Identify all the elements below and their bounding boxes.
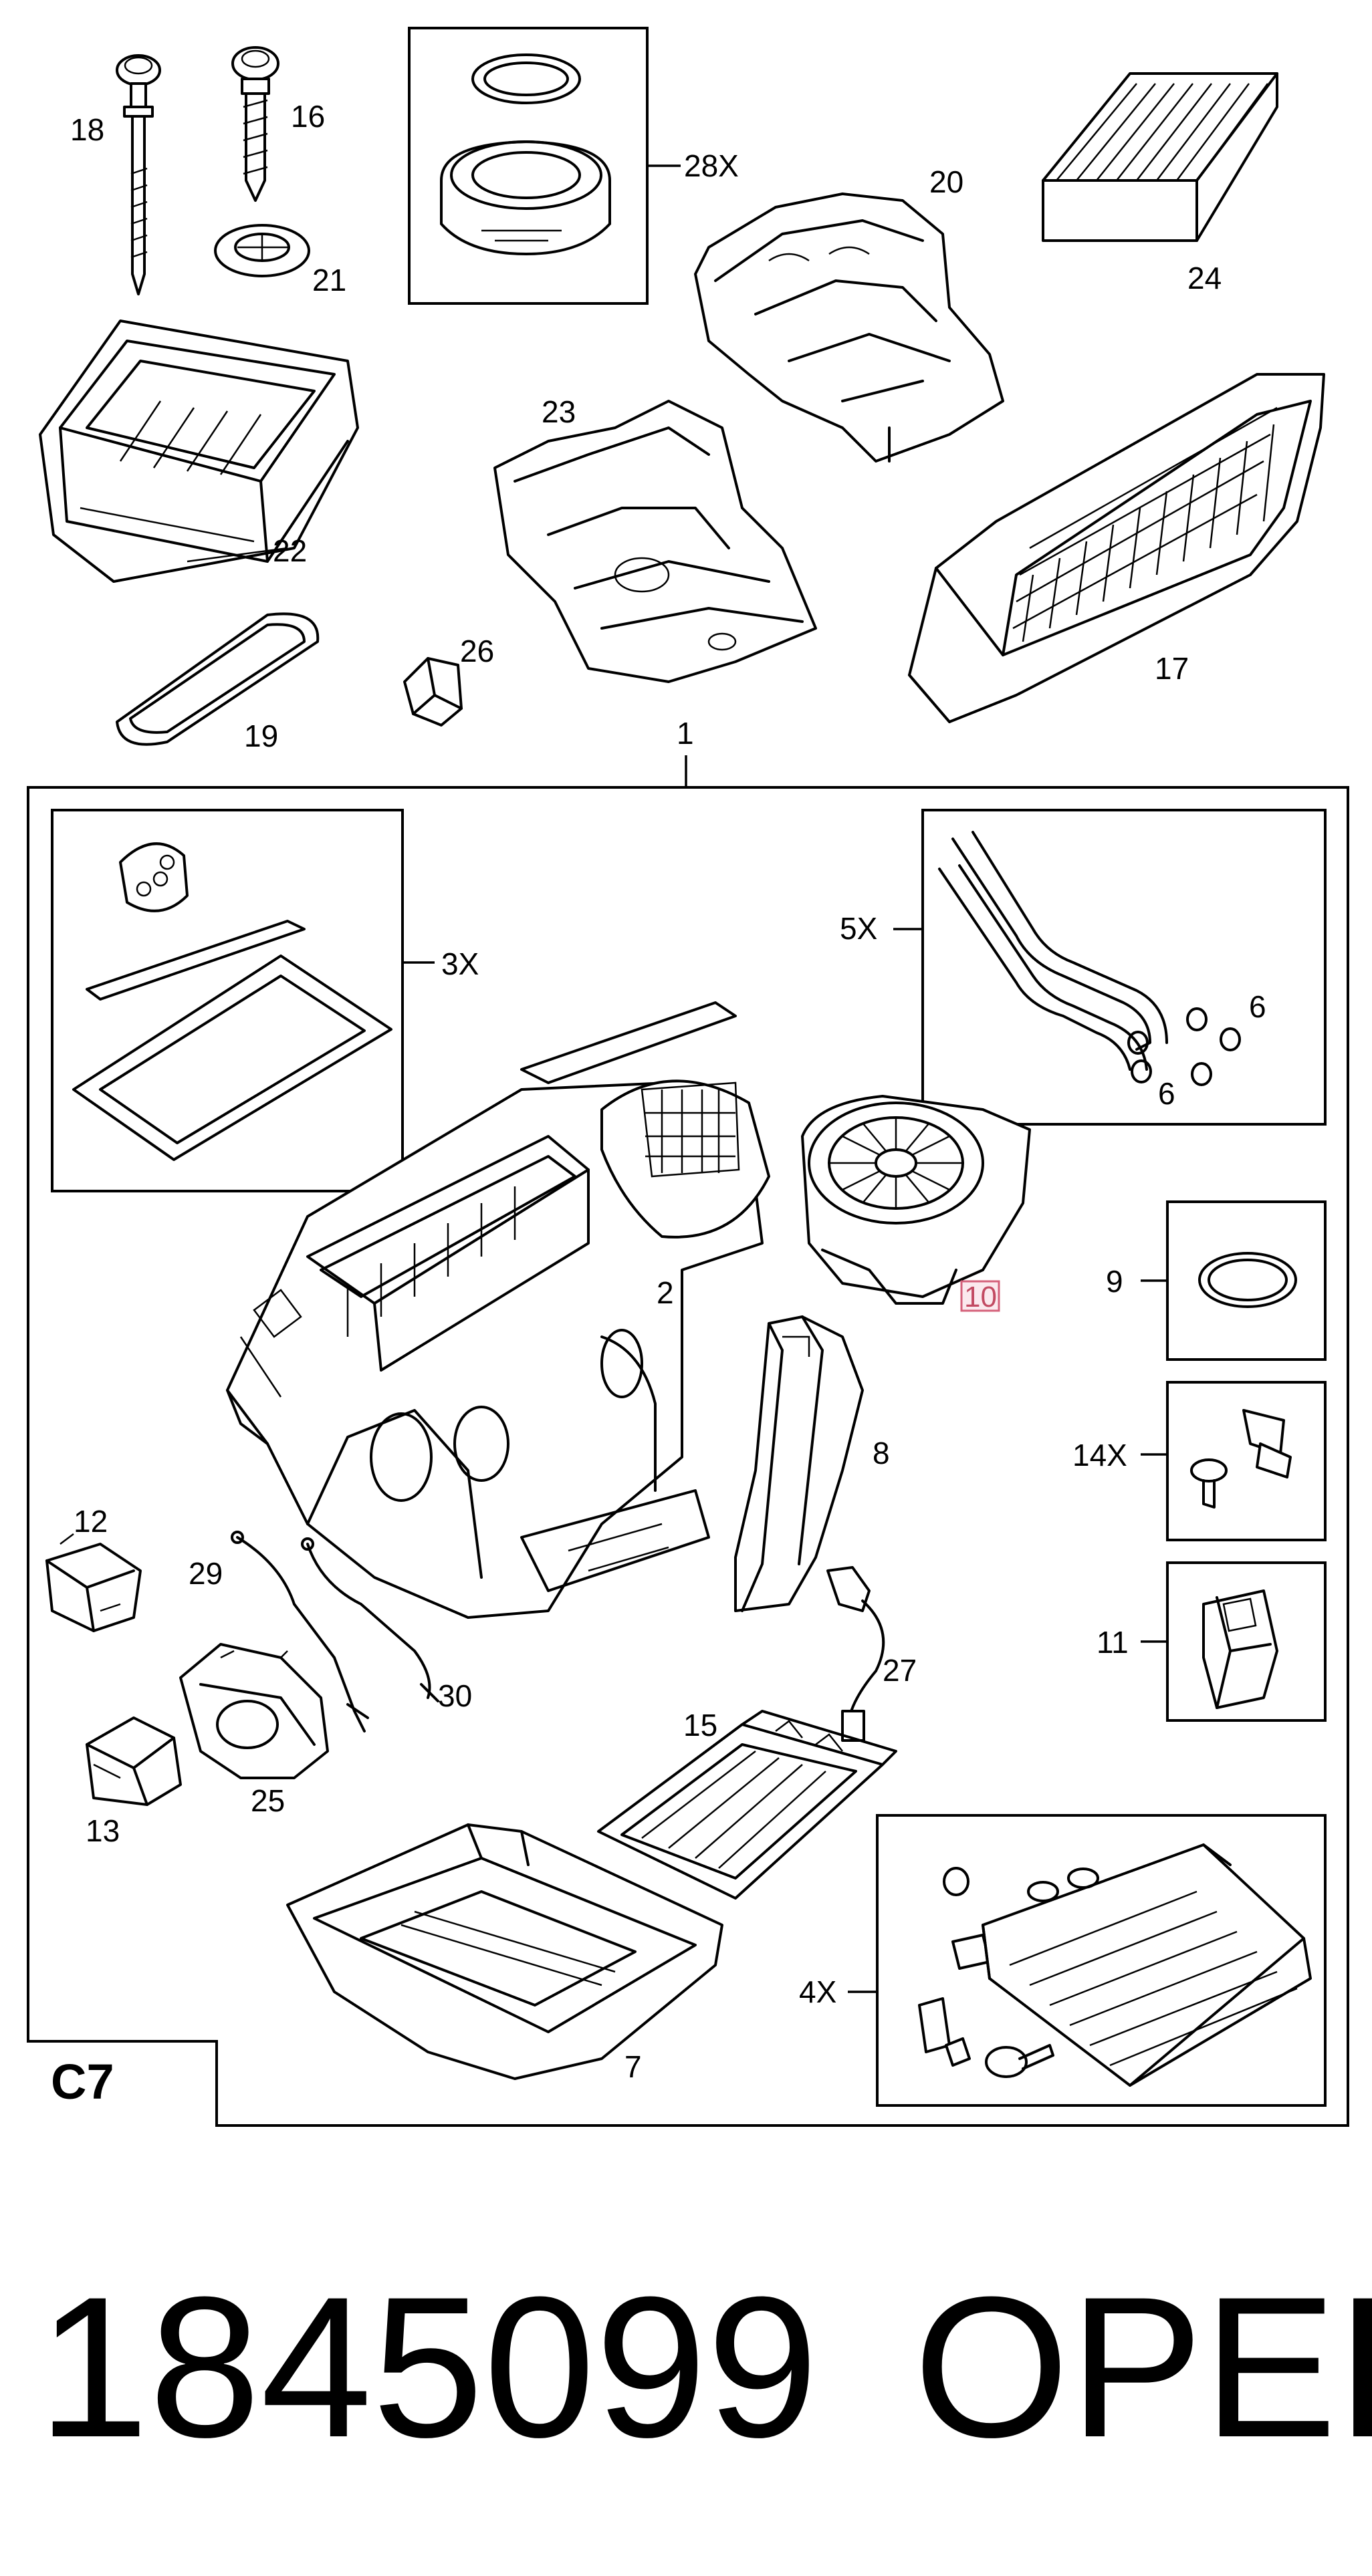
label-23: 23 (542, 394, 576, 429)
label-6-upper: 6 (1249, 989, 1266, 1024)
label-30: 30 (438, 1678, 472, 1713)
label-15: 15 (683, 1708, 717, 1743)
heater-core-kit-4x[interactable] (918, 1843, 1312, 2087)
label-5x: 5X (840, 911, 877, 946)
label-7: 7 (624, 2049, 642, 2084)
label-19: 19 (244, 719, 278, 753)
label-1: 1 (677, 716, 694, 751)
evaporator-15[interactable] (597, 1710, 897, 1900)
air-distribution-housing-22[interactable] (39, 319, 359, 583)
brand-name: OPEL (913, 2255, 1372, 2479)
label-17: 17 (1155, 651, 1189, 686)
label-26: 26 (460, 634, 494, 668)
actuator-12[interactable] (45, 1533, 142, 1632)
clip-21[interactable] (214, 224, 310, 277)
label-28x: 28X (684, 148, 739, 183)
blower-motor-10[interactable] (801, 1095, 1031, 1305)
highlight-box-10 (960, 1280, 1000, 1312)
part-number: 1845099 (37, 2255, 818, 2479)
label-10: 10 (964, 1281, 997, 1313)
label-8: 8 (873, 1436, 890, 1470)
heater-pipes-5x[interactable] (938, 831, 1241, 1086)
frame-14x (1166, 1381, 1327, 1541)
label-24: 24 (1187, 261, 1222, 295)
gasket-9[interactable] (1198, 1252, 1297, 1308)
wiring-harness-27[interactable] (826, 1566, 885, 1742)
actuator-13[interactable] (86, 1716, 182, 1806)
label-20: 20 (929, 164, 963, 199)
label-3x: 3X (441, 946, 479, 981)
frame-3x (51, 809, 404, 1192)
label-18: 18 (70, 112, 104, 147)
label-22: 22 (273, 533, 307, 568)
cable-30[interactable] (301, 1537, 439, 1702)
frame-9 (1166, 1200, 1327, 1361)
label-4x: 4X (799, 1974, 836, 2009)
cable-29[interactable] (231, 1531, 369, 1732)
bolt-18[interactable] (116, 54, 161, 295)
frame-4x (876, 1814, 1327, 2107)
lower-housing-7[interactable] (286, 1823, 723, 2080)
label-2: 2 (657, 1275, 674, 1310)
duct-20[interactable] (694, 192, 1004, 463)
section-code: C7 (51, 2054, 114, 2109)
label-9: 9 (1106, 1264, 1123, 1299)
label-11: 11 (1097, 1625, 1129, 1660)
connector-11[interactable] (1202, 1589, 1278, 1709)
label-27: 27 (883, 1653, 917, 1688)
filter-housing-17[interactable] (908, 373, 1325, 723)
label-25: 25 (251, 1783, 285, 1818)
label-21: 21 (312, 263, 346, 297)
seal-28x[interactable] (440, 53, 611, 255)
assembly-frame (27, 786, 1349, 2127)
label-6-lower: 6 (1158, 1076, 1175, 1111)
duct-8[interactable] (734, 1315, 864, 1612)
actuator-26[interactable] (403, 657, 463, 727)
label-14x: 14X (1072, 1438, 1127, 1472)
fastener-kit-14x[interactable] (1190, 1409, 1292, 1509)
seal-kit-3x[interactable] (72, 842, 392, 1161)
actuator-bracket-25[interactable] (179, 1643, 329, 1779)
label-29: 29 (189, 1556, 223, 1591)
hvac-module-2[interactable] (226, 1001, 770, 1619)
frame-5x (921, 809, 1327, 1126)
screw-16[interactable] (231, 46, 279, 202)
label-16: 16 (291, 99, 325, 134)
duct-23[interactable] (493, 400, 817, 683)
cabin-filter-24[interactable] (1042, 72, 1278, 242)
seal-19[interactable] (116, 612, 320, 746)
label-13: 13 (86, 1813, 120, 1848)
label-12: 12 (74, 1504, 108, 1539)
